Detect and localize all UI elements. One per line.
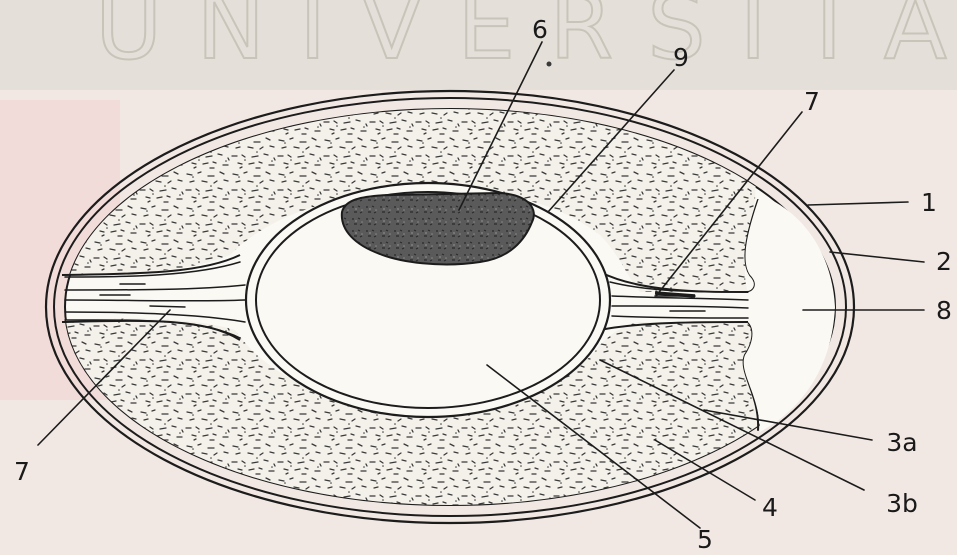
label-1: 1 bbox=[921, 188, 937, 217]
label-3a: 3a bbox=[886, 428, 917, 457]
label-8: 8 bbox=[936, 296, 952, 325]
watermark-text: UNIVERSITAS bbox=[95, 0, 957, 80]
label-7-bottom: 7 bbox=[14, 457, 30, 486]
label-2: 2 bbox=[936, 247, 952, 276]
label-3b: 3b bbox=[886, 489, 918, 518]
ink-dot bbox=[547, 62, 552, 67]
label-5: 5 bbox=[697, 525, 713, 554]
label-6: 6 bbox=[532, 15, 548, 44]
label-4: 4 bbox=[762, 493, 778, 522]
label-9: 9 bbox=[673, 43, 689, 72]
label-7-top: 7 bbox=[804, 87, 820, 116]
